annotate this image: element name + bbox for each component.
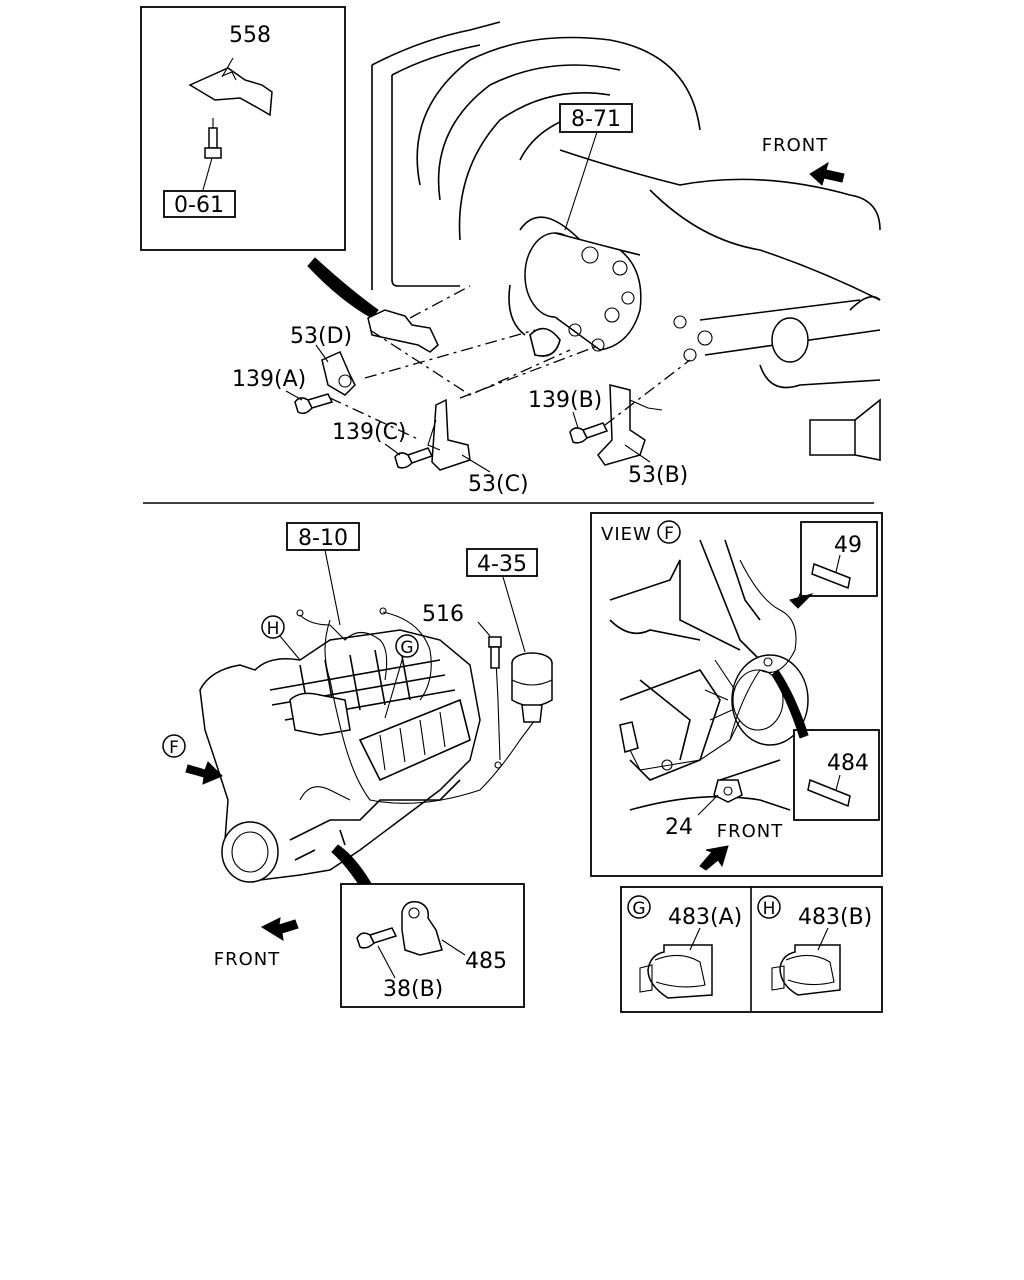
transmission-illustration xyxy=(371,21,881,461)
view-f-box: VIEW F 49 484 xyxy=(590,512,883,877)
part-484-label: 484 xyxy=(827,751,869,776)
callout-f: F xyxy=(162,734,223,785)
front-indicator-bottom-left: FRONT xyxy=(214,917,299,970)
front-label-top: FRONT xyxy=(762,135,829,156)
clip-h-callout-letter: H xyxy=(763,899,776,919)
part-53d-label: 53(D) xyxy=(290,324,352,349)
part-485-label: 485 xyxy=(465,949,507,974)
part-139a-label: 139(A) xyxy=(232,367,306,392)
inset-558-box: 558 0-61 xyxy=(140,6,346,251)
part-558-label: 558 xyxy=(229,23,271,48)
callout-g: G xyxy=(384,634,419,719)
view-f-arrow-icon xyxy=(185,761,223,785)
ref-8-10-label: 8-10 xyxy=(298,526,348,551)
part-516-label: 516 xyxy=(422,602,464,627)
ref-8-10-group: 8-10 xyxy=(286,522,360,626)
ref-0-61-label: 0-61 xyxy=(174,193,224,218)
bracket-assembly xyxy=(294,285,691,471)
engine-illustration xyxy=(199,607,536,883)
ref-4-35-group: 4-35 516 xyxy=(422,548,553,723)
inset-pointer-arrow xyxy=(307,257,379,319)
part-53b-label: 53(B) xyxy=(628,463,688,488)
front-indicator-top: FRONT xyxy=(762,135,845,186)
part-38b-label: 38(B) xyxy=(383,977,443,1002)
part-139b-label: 139(B) xyxy=(528,388,602,413)
part-139c-label: 139(C) xyxy=(332,420,407,445)
ref-8-71-group: 8-71 xyxy=(559,103,633,231)
front-label-bottom-left: FRONT xyxy=(214,949,281,970)
clip-g-callout-letter: G xyxy=(632,899,645,919)
callout-f-letter: F xyxy=(169,738,179,758)
callout-h: H xyxy=(261,615,301,661)
view-f-title: VIEW xyxy=(601,524,652,545)
front-arrow-icon xyxy=(260,917,299,941)
part-483a-label: 483(A) xyxy=(668,905,742,930)
part-483b-label: 483(B) xyxy=(798,905,872,930)
clips-box: G 483(A) H 483(B) xyxy=(620,886,883,1013)
front-arrow-icon xyxy=(699,845,729,871)
part-49-label: 49 xyxy=(834,533,862,558)
part-24-label: 24 xyxy=(665,815,693,840)
inset-pointer-arrow xyxy=(771,669,809,739)
part-53c-label: 53(C) xyxy=(468,472,529,497)
ref-4-35-label: 4-35 xyxy=(477,552,527,577)
callout-h-letter: H xyxy=(267,619,280,639)
ref-8-71-label: 8-71 xyxy=(571,107,621,132)
callout-g-letter: G xyxy=(400,638,413,658)
front-arrow-icon xyxy=(809,161,845,186)
front-label-view-f: FRONT xyxy=(717,821,784,842)
view-f-callout-letter: F xyxy=(664,524,674,544)
inset-485-box: 485 38(B) xyxy=(340,883,525,1008)
